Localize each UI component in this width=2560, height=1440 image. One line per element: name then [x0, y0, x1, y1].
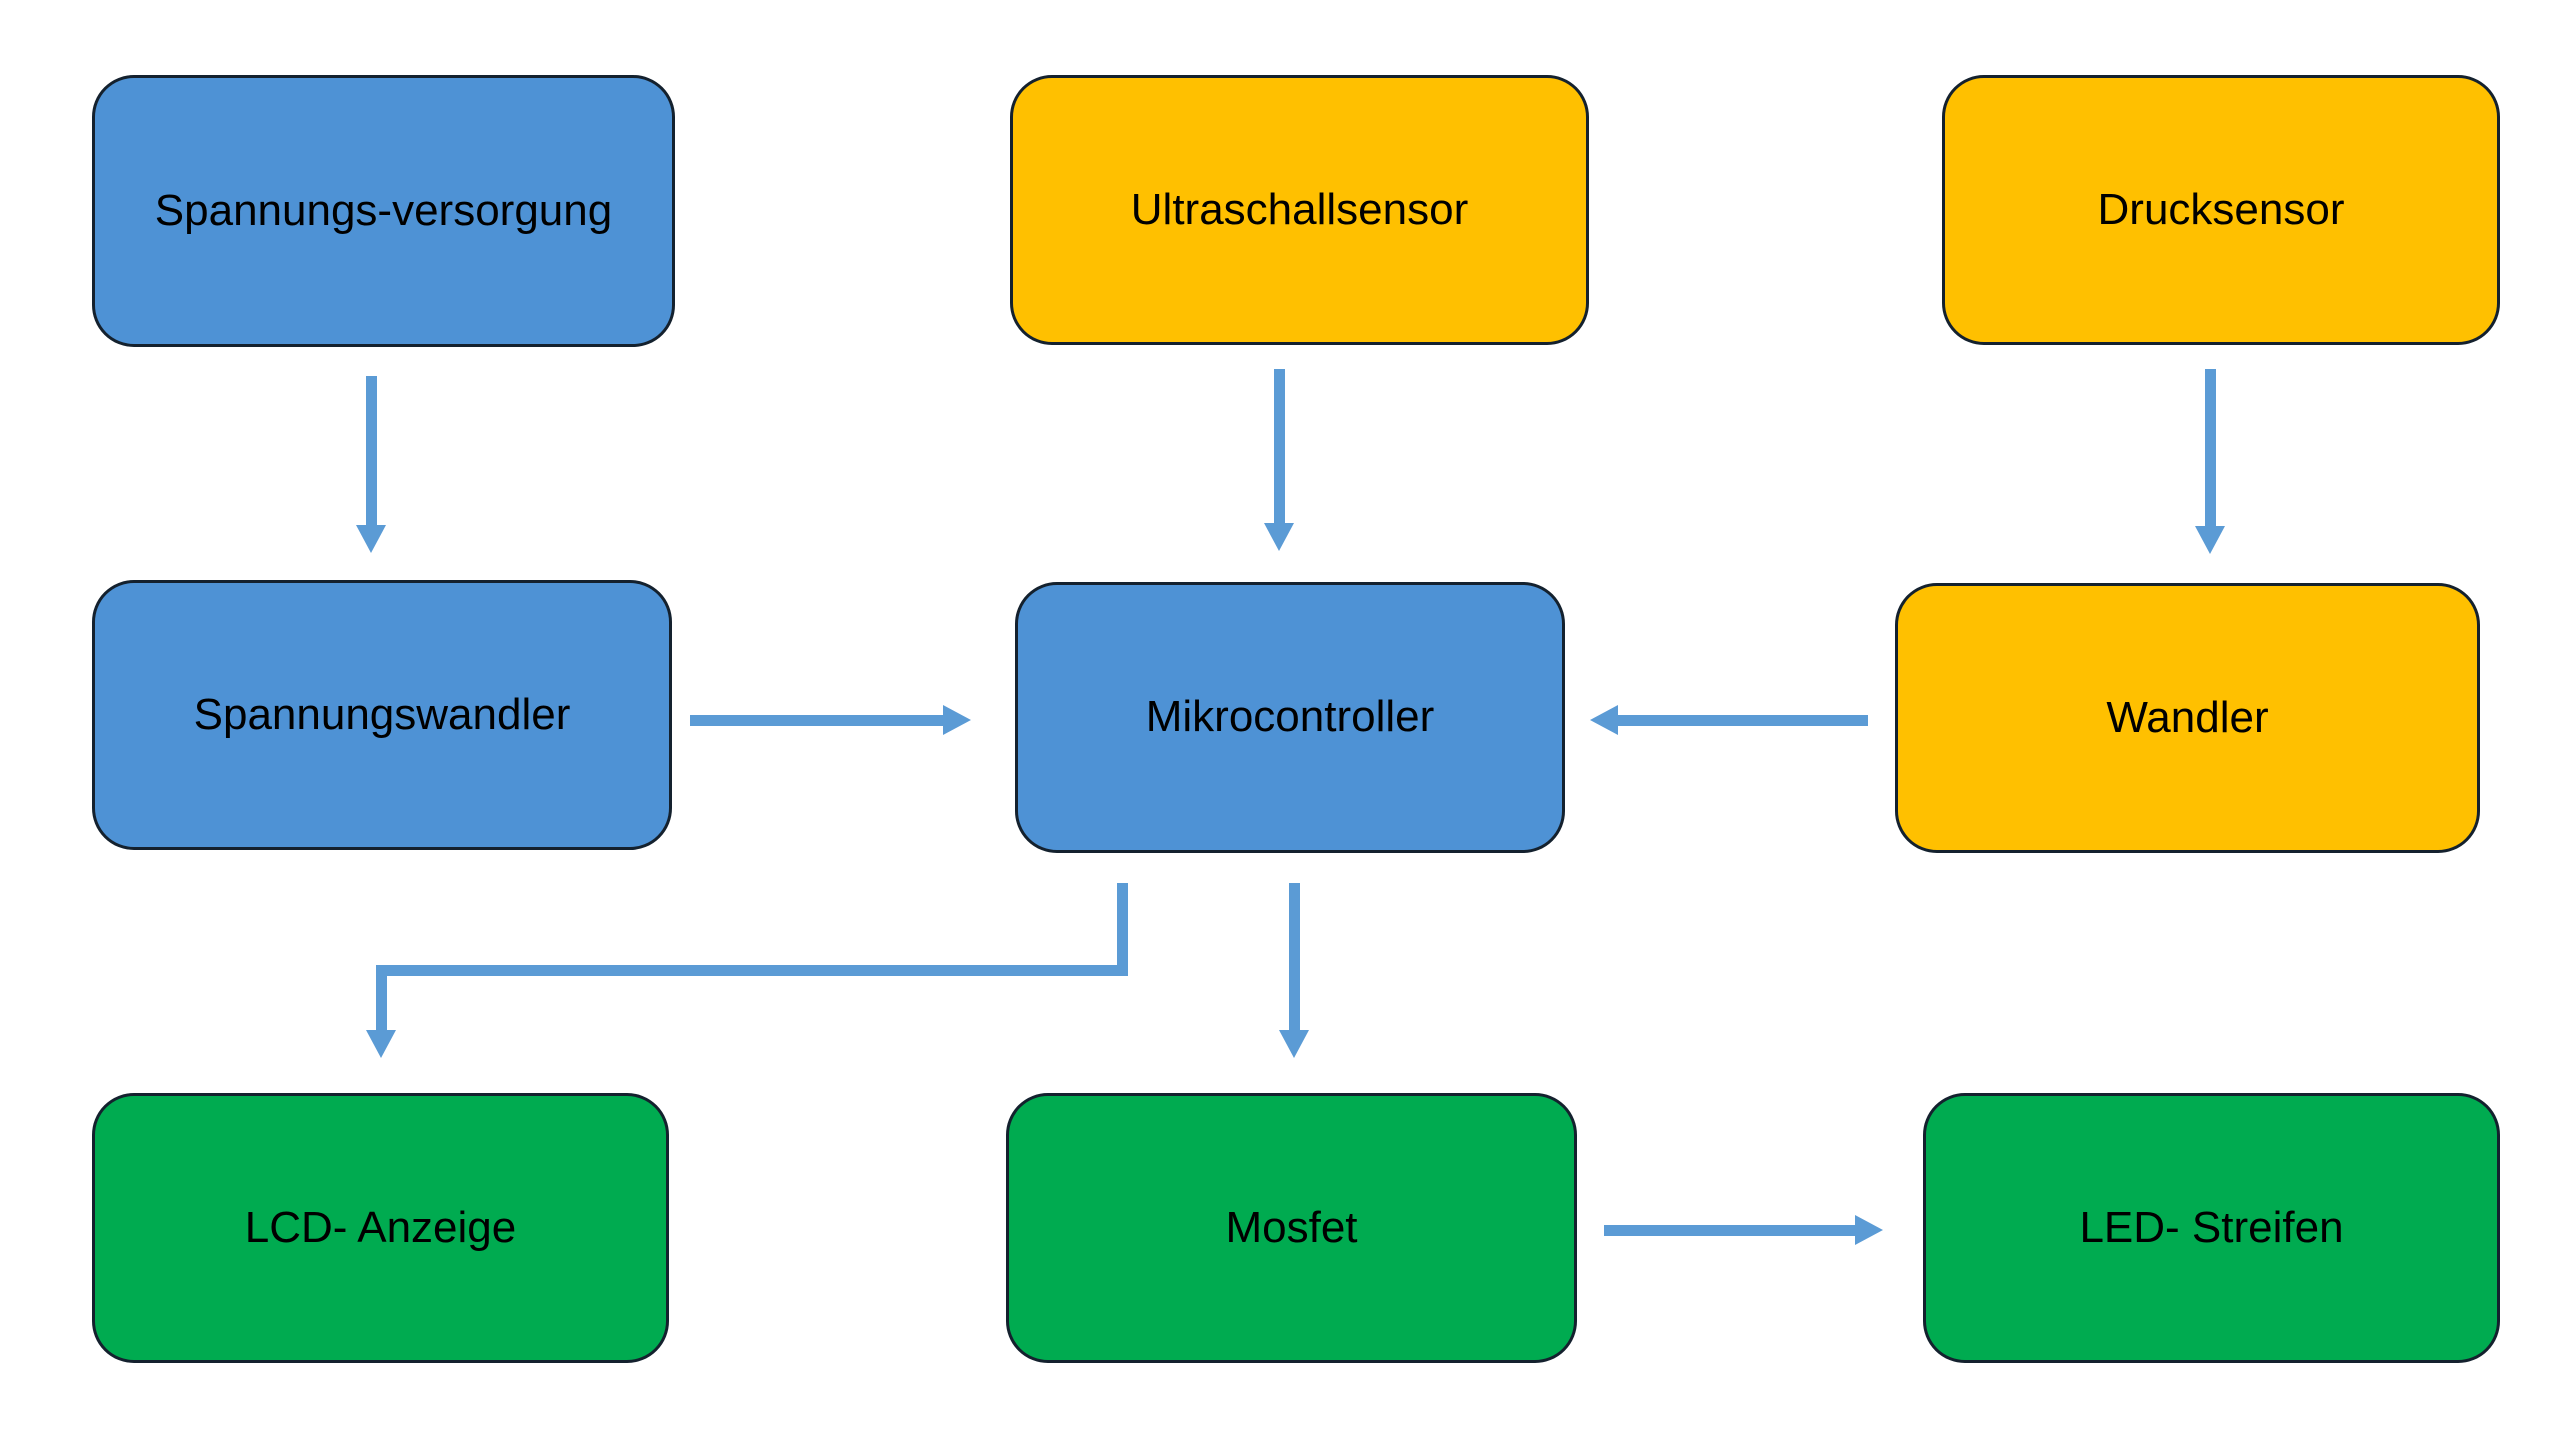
node-ultraschallsensor: Ultraschallsensor — [1010, 75, 1589, 345]
arrow-shaft — [1604, 1225, 1855, 1236]
arrowhead-down-icon — [2195, 526, 2225, 554]
node-drucksensor: Drucksensor — [1942, 75, 2500, 345]
arrow-shaft — [690, 715, 943, 726]
arrow-shaft — [2205, 369, 2216, 526]
arrowhead-down-icon — [356, 525, 386, 553]
arrow-shaft — [1274, 369, 1285, 523]
arrowhead-left-icon — [1590, 705, 1618, 735]
arrow-shaft — [1618, 715, 1868, 726]
arrow-shaft — [1289, 883, 1300, 1030]
node-label: Ultraschallsensor — [1130, 184, 1469, 234]
node-mikrocontroller: Mikrocontroller — [1015, 582, 1565, 853]
arrowhead-down-icon — [366, 1030, 396, 1058]
node-label: Drucksensor — [2097, 184, 2345, 234]
arrowhead-right-icon — [1855, 1215, 1883, 1245]
node-spannungs-versorgung: Spannungs-versorgung — [92, 75, 675, 347]
node-label: Wandler — [2106, 692, 2269, 742]
arrowhead-right-icon — [943, 705, 971, 735]
node-mosfet: Mosfet — [1006, 1093, 1577, 1363]
arrow-shaft-vertical — [376, 965, 387, 1030]
node-label: Mosfet — [1225, 1202, 1358, 1252]
node-led-streifen: LED- Streifen — [1923, 1093, 2500, 1363]
node-lcd-anzeige: LCD- Anzeige — [92, 1093, 669, 1363]
node-label: LED- Streifen — [2079, 1202, 2344, 1252]
node-label: Spannungswandler — [193, 689, 571, 739]
node-label: Mikrocontroller — [1145, 692, 1435, 742]
node-label: Spannungs-versorgung — [154, 185, 613, 235]
node-wandler: Wandler — [1895, 583, 2480, 853]
arrow-shaft — [366, 376, 377, 525]
node-spannungswandler: Spannungswandler — [92, 580, 672, 850]
arrowhead-down-icon — [1264, 523, 1294, 551]
arrowhead-down-icon — [1279, 1030, 1309, 1058]
arrow-shaft-vertical — [1117, 883, 1128, 976]
arrow-shaft-horizontal — [376, 965, 1128, 976]
node-label: LCD- Anzeige — [244, 1202, 517, 1252]
